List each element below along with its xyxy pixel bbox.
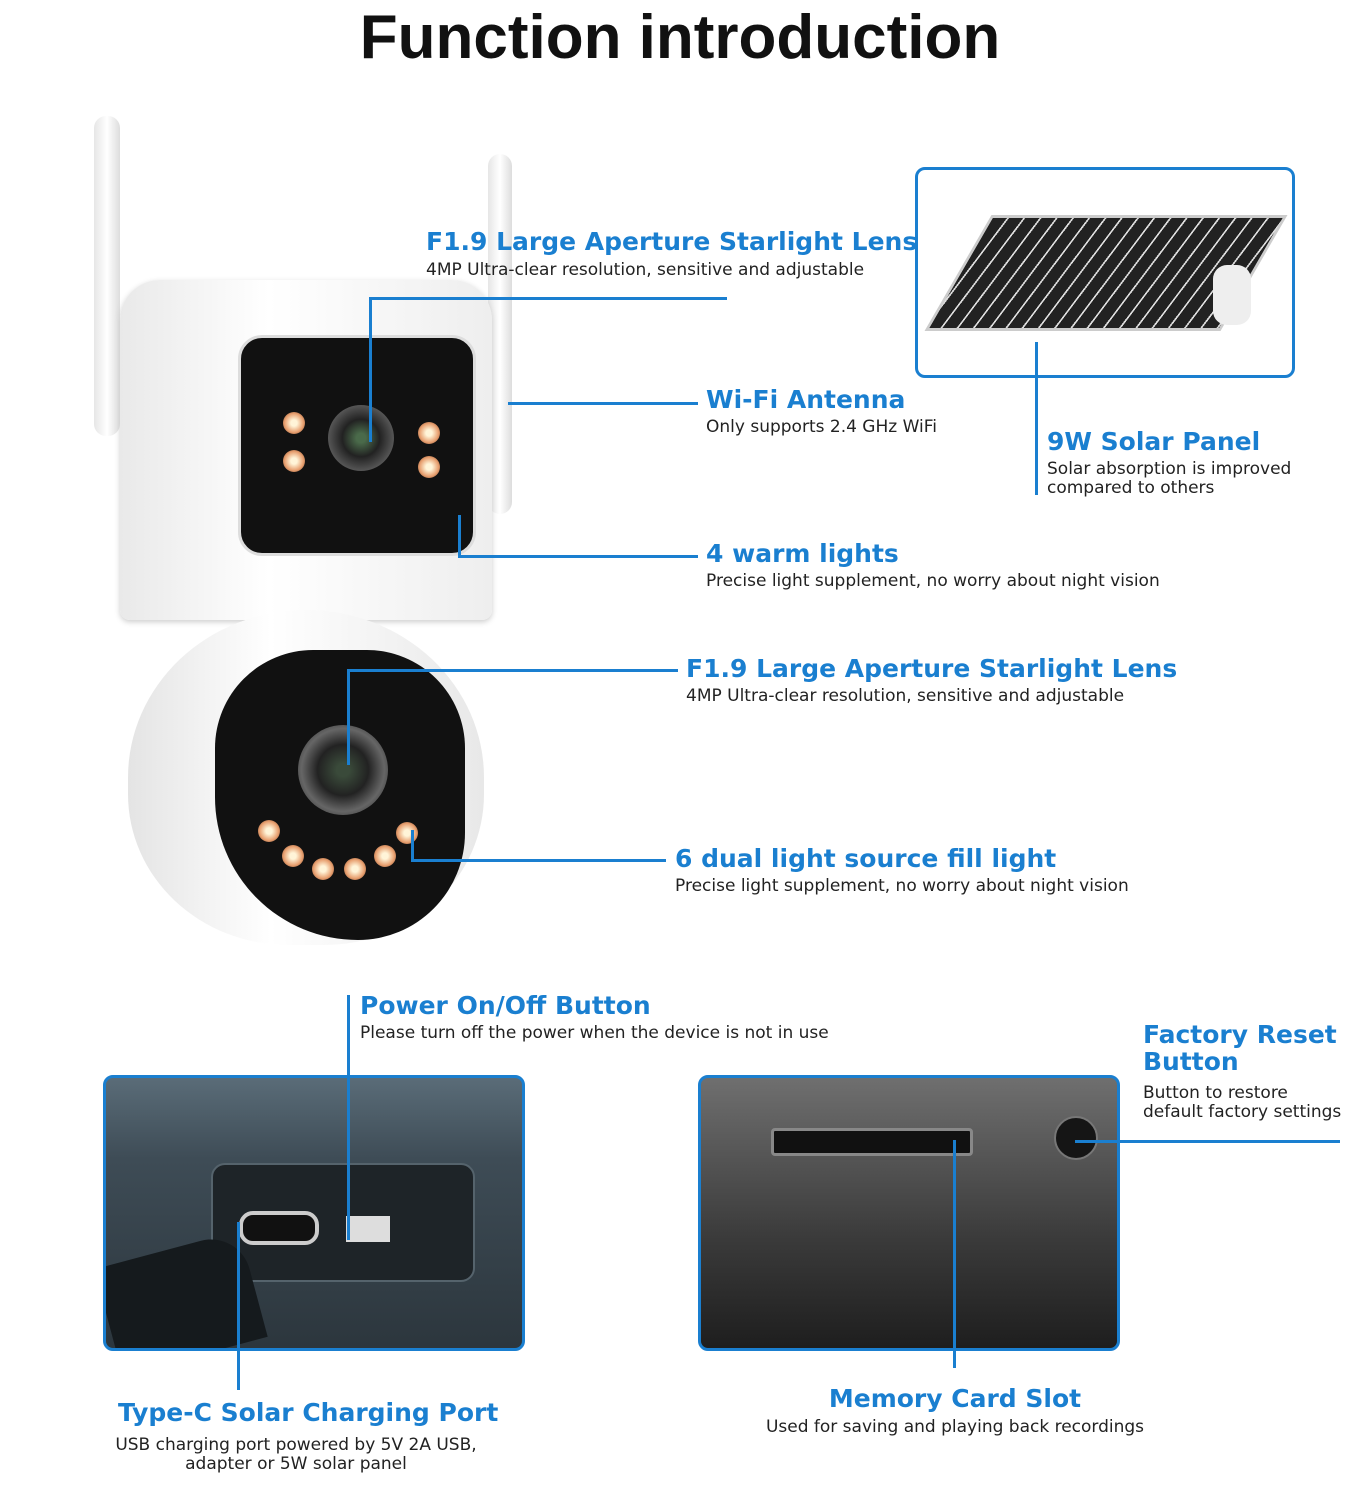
power-title: Power On/Off Button	[360, 991, 651, 1020]
warm-light	[283, 450, 305, 472]
antenna-right	[488, 154, 512, 514]
lens-bottom-title: F1.9 Large Aperture Starlight Lens	[686, 654, 1178, 683]
leader-line	[237, 1222, 240, 1390]
leader-line	[1035, 342, 1038, 495]
typec-desc-1: USB charging port powered by 5V 2A USB,	[115, 1435, 477, 1455]
leader-line	[953, 1140, 956, 1368]
fill-light	[344, 858, 366, 880]
lens-top-desc: 4MP Ultra-clear resolution, sensitive an…	[426, 260, 865, 280]
memory-card-slot	[771, 1128, 973, 1156]
lens-top-title: F1.9 Large Aperture Starlight Lens	[426, 227, 918, 256]
solar-desc-2: compared to others	[1047, 478, 1215, 498]
upper-lens-panel	[238, 335, 476, 556]
leader-line	[369, 297, 372, 442]
leader-line	[508, 402, 698, 405]
card-slot-photo	[698, 1075, 1120, 1351]
page-title: Function introduction	[359, 3, 1001, 72]
fill-light-desc: Precise light supplement, no worry about…	[675, 876, 1129, 896]
reset-desc-1: Button to restore	[1143, 1083, 1288, 1103]
memory-desc: Used for saving and playing back recordi…	[765, 1417, 1145, 1437]
fill-light-title: 6 dual light source fill light	[675, 844, 1057, 873]
warm-light	[283, 412, 305, 434]
memory-title: Memory Card Slot	[828, 1384, 1082, 1413]
port-cover	[211, 1163, 475, 1282]
port-photo	[103, 1075, 525, 1351]
typec-title: Type-C Solar Charging Port	[118, 1398, 499, 1427]
fill-light	[258, 820, 280, 842]
solar-mount	[1213, 265, 1251, 325]
solar-desc-1: Solar absorption is improved	[1047, 459, 1292, 479]
upper-lens	[328, 405, 394, 471]
leader-line	[458, 555, 698, 558]
warm-light	[418, 456, 440, 478]
leader-line	[347, 669, 350, 765]
reset-desc-2: default factory settings	[1143, 1102, 1342, 1122]
leader-line	[411, 859, 666, 862]
fill-light	[396, 822, 418, 844]
lower-lens	[298, 725, 388, 815]
reset-title-2: Button	[1143, 1047, 1239, 1076]
power-switch	[346, 1216, 390, 1242]
antenna-left	[94, 116, 120, 436]
warm-lights-desc: Precise light supplement, no worry about…	[706, 571, 1160, 591]
reset-title-1: Factory Reset	[1143, 1020, 1337, 1049]
fill-light	[282, 845, 304, 867]
warm-lights-title: 4 warm lights	[706, 539, 899, 568]
fill-light	[312, 858, 334, 880]
leader-line	[370, 297, 727, 300]
lens-bottom-desc: 4MP Ultra-clear resolution, sensitive an…	[686, 686, 1125, 706]
fill-light	[374, 845, 396, 867]
reset-hole	[1054, 1116, 1098, 1160]
leader-line	[458, 515, 461, 557]
leader-line	[347, 995, 350, 1240]
solar-panel-image	[915, 167, 1295, 378]
leader-line	[411, 830, 414, 861]
camera-illustration	[90, 110, 530, 950]
leader-line	[1075, 1140, 1340, 1143]
wifi-title: Wi-Fi Antenna	[706, 385, 906, 414]
typec-desc-2: adapter or 5W solar panel	[185, 1454, 407, 1474]
solar-title: 9W Solar Panel	[1047, 427, 1261, 456]
leader-line	[348, 669, 678, 672]
warm-light	[418, 422, 440, 444]
type-c-port	[239, 1211, 319, 1245]
wifi-desc: Only supports 2.4 GHz WiFi	[706, 417, 938, 437]
power-desc: Please turn off the power when the devic…	[360, 1023, 829, 1043]
